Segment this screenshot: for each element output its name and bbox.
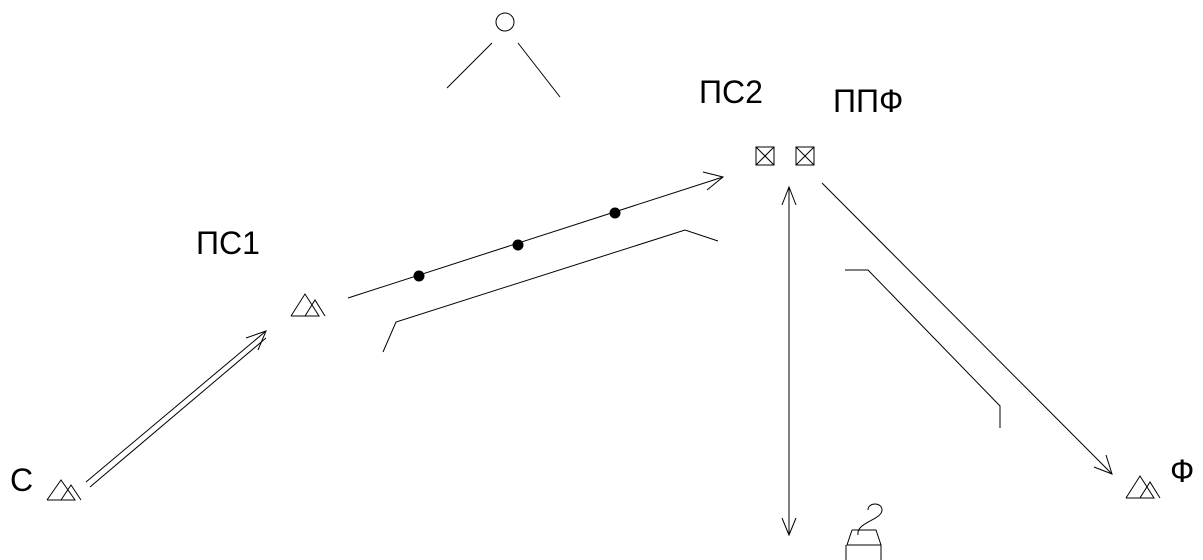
dot-markers <box>413 207 621 282</box>
arrow-ps1-ps2 <box>347 171 725 299</box>
vertical-double-arrow <box>781 185 797 537</box>
dot-marker-icon-1 <box>413 270 425 282</box>
mountain-icon-ps1 <box>290 293 326 317</box>
label-c: С <box>10 462 33 498</box>
dot-marker-icon-3 <box>609 207 621 219</box>
weight-icon <box>845 503 883 560</box>
route-line-lower <box>382 229 719 353</box>
substation-box-icon-ps2 <box>755 146 775 166</box>
label-ps2: ПС2 <box>699 74 763 110</box>
arrow-ppf-f <box>821 182 1113 475</box>
substation-box-icon-ppf <box>795 146 815 166</box>
double-arrow-c-ps1 <box>85 330 267 488</box>
person-icon <box>446 12 561 98</box>
label-ppf: ППФ <box>833 83 903 119</box>
mountain-icon-c <box>46 479 82 501</box>
label-ps1: ПС1 <box>196 225 260 261</box>
route-line-right <box>845 269 1001 428</box>
mountain-icon-f <box>1125 475 1161 499</box>
label-f: Ф <box>1170 453 1194 489</box>
dot-marker-icon-2 <box>512 239 524 251</box>
